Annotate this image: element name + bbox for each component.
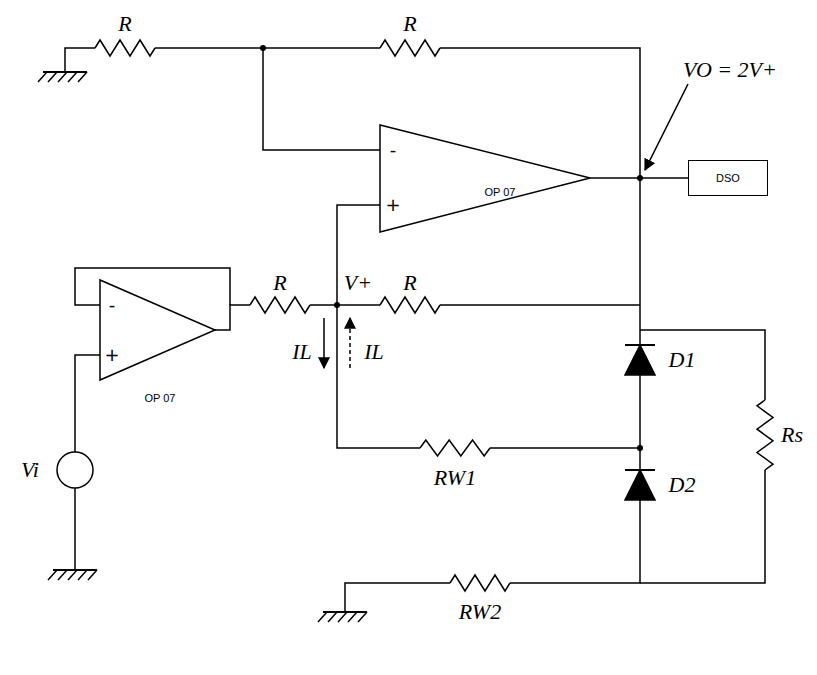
junction-dot <box>260 45 643 451</box>
ground-hatch <box>58 72 67 82</box>
resistor-zigzag <box>450 575 510 591</box>
ground-bar <box>43 71 87 73</box>
ground-hatch <box>58 570 67 580</box>
pin-sign: - <box>109 296 116 314</box>
ground-bar <box>53 569 97 571</box>
resistor-zigzag <box>757 400 773 470</box>
resistor-symbol <box>95 40 773 591</box>
diode-label: D1 <box>669 349 696 371</box>
part-name: OP 07 <box>485 187 516 198</box>
ground-hatch <box>358 612 367 622</box>
resistor-label: R <box>273 272 286 294</box>
pin-sign: + <box>104 346 119 364</box>
pin-sign: - <box>390 141 397 159</box>
ground-bar <box>323 611 367 613</box>
source-label: Vi <box>21 459 39 481</box>
resistor-label: Rs <box>781 424 803 446</box>
diode-symbol <box>625 345 655 500</box>
resistor-zigzag <box>250 297 310 313</box>
ground-hatch <box>78 570 87 580</box>
box-label: DSO <box>716 172 740 184</box>
ground-hatch <box>328 612 337 622</box>
resistor-label: RW2 <box>459 601 501 623</box>
resistor-zigzag <box>380 40 440 56</box>
ground-hatch <box>38 72 47 82</box>
pin-sign: + <box>385 196 400 214</box>
resistor-zigzag <box>95 40 155 56</box>
signal-name: VO = 2V+ <box>683 59 777 81</box>
part-name: OP 07 <box>145 393 176 404</box>
current-arrow <box>324 318 350 368</box>
resistor-zigzag <box>420 440 490 456</box>
signal-name: V+ <box>344 272 372 294</box>
resistor-zigzag <box>380 297 440 313</box>
ground-hatch <box>68 72 77 82</box>
resistor-label: RW1 <box>434 467 476 489</box>
diode-label: D2 <box>669 474 696 496</box>
ground-hatch <box>48 570 57 580</box>
ground-hatch <box>318 612 327 622</box>
ground-hatch <box>348 612 357 622</box>
opamp-symbol <box>100 125 590 380</box>
ground-symbol <box>38 72 367 622</box>
ground-hatch <box>48 72 57 82</box>
resistor-label: R <box>403 13 416 35</box>
ground-hatch <box>68 570 77 580</box>
current-label: IL <box>292 341 312 363</box>
resistor-label: R <box>403 272 416 294</box>
instrument-box: DSO <box>688 160 768 196</box>
ground-hatch <box>78 72 87 82</box>
voltage-source <box>57 452 93 488</box>
resistor-label: R <box>118 13 131 35</box>
wires <box>65 48 765 612</box>
ground-hatch <box>338 612 347 622</box>
ground-hatch <box>88 570 97 580</box>
current-label: IL <box>364 341 384 363</box>
